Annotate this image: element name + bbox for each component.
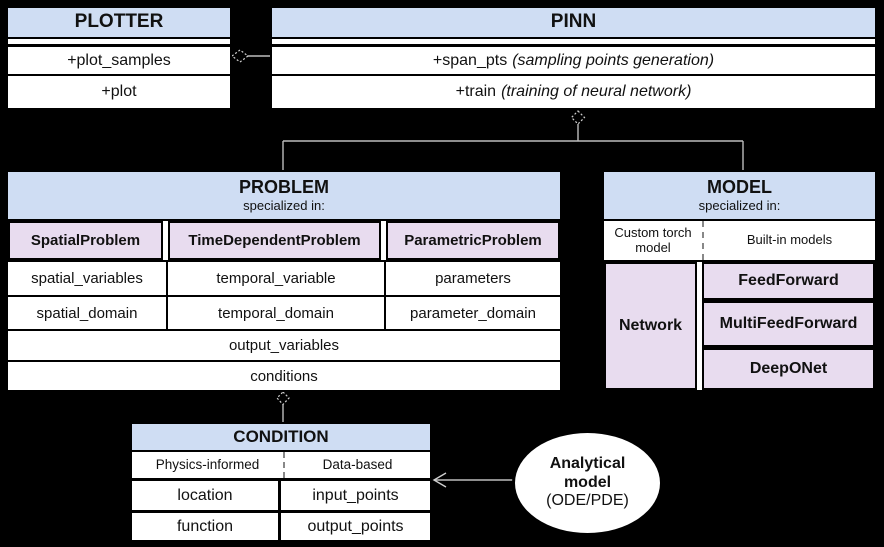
- attr-output-points: output_points: [307, 517, 404, 535]
- plotter-empty-compartment: [8, 39, 230, 47]
- condition-category-row: Physics-informed Data-based: [132, 452, 430, 481]
- plotter-class-box: PLOTTER +plot_samples +plot: [6, 6, 232, 110]
- plotter-method-plot: +plot: [8, 76, 230, 108]
- model-body: Network FeedForward MultiFeedForward Dee…: [604, 262, 875, 390]
- category-physics-informed: Physics-informed: [155, 457, 260, 473]
- subclass-time-dependent-problem: TimeDependentProblem: [168, 221, 381, 260]
- attr-conditions: conditions: [8, 362, 560, 390]
- pinn-class-box: PINN +span_pts (sampling points generati…: [270, 6, 877, 110]
- attr-temporal-domain: temporal_domain: [168, 297, 386, 329]
- model-header: MODEL specialized in:: [604, 172, 875, 221]
- class-deeponet: DeepONet: [702, 348, 875, 390]
- attr-temporal-variable: temporal_variable: [168, 262, 386, 295]
- subclass-parametric-problem: ParametricProblem: [386, 221, 560, 260]
- attr-output-variables: output_variables: [8, 331, 560, 362]
- pinn-header: PINN: [272, 8, 875, 39]
- class-feedforward: FeedForward: [702, 262, 875, 301]
- category-custom-torch-model: Custom torch model: [614, 224, 692, 255]
- plotter-method-plot-samples: +plot_samples: [8, 47, 230, 76]
- category-data-based: Data-based: [283, 452, 430, 478]
- problem-attr-row: spatial_variables temporal_variable para…: [8, 262, 560, 297]
- method-name: +train: [455, 83, 497, 100]
- problem-subclass-row: SpatialProblem TimeDependentProblem Para…: [8, 221, 560, 262]
- pinn-title: PINN: [550, 11, 597, 33]
- open-arrowhead-icon: [432, 472, 447, 488]
- problem-subtitle: specialized in:: [243, 197, 325, 213]
- pinn-empty-compartment: [272, 39, 875, 47]
- analytical-model-line: (ODE/PDE): [546, 492, 629, 510]
- condition-header: CONDITION: [132, 424, 430, 452]
- method-note: (training of neural network): [501, 83, 692, 100]
- problem-title: PROBLEM: [239, 176, 329, 197]
- attr-parameters: parameters: [435, 270, 511, 287]
- attr-input-points: input_points: [312, 486, 399, 504]
- subclass-spatial-problem: SpatialProblem: [8, 221, 163, 260]
- condition-attr-row: function output_points: [132, 513, 430, 540]
- attr-spatial-domain: spatial_domain: [8, 297, 168, 329]
- class-multifeedforward: MultiFeedForward: [702, 301, 875, 348]
- aggregation-diamond-icon: [276, 391, 290, 406]
- category-built-in-models: Built-in models: [702, 221, 875, 260]
- aggregation-diamond-icon: [231, 49, 249, 63]
- plotter-title: PLOTTER: [74, 11, 164, 33]
- method-name: +span_pts: [432, 51, 508, 69]
- problem-attr-row: spatial_domain temporal_domain parameter…: [8, 297, 560, 331]
- aggregation-diamond-icon: [570, 110, 586, 125]
- analytical-model-line: Analytical: [549, 455, 626, 473]
- problem-header: PROBLEM specialized in:: [8, 172, 560, 221]
- attr-location: location: [132, 481, 281, 510]
- condition-title: CONDITION: [233, 426, 329, 446]
- pinn-method-span-pts: +span_pts (sampling points generation): [272, 47, 875, 76]
- attr-function: function: [132, 513, 281, 540]
- condition-attr-row: location input_points: [132, 481, 430, 513]
- attr-spatial-variables: spatial_variables: [8, 262, 168, 295]
- analytical-model-ellipse: Analytical model (ODE/PDE): [512, 430, 663, 536]
- method-note: (sampling points generation): [512, 51, 715, 69]
- model-subtitle: specialized in:: [698, 197, 781, 213]
- model-class-box: MODEL specialized in: Custom torch model…: [602, 170, 877, 392]
- plotter-header: PLOTTER: [8, 8, 230, 39]
- model-category-row: Custom torch model Built-in models: [604, 221, 875, 262]
- problem-class-box: PROBLEM specialized in: SpatialProblem T…: [6, 170, 562, 392]
- class-network: Network: [604, 262, 697, 390]
- builtin-models-column: FeedForward MultiFeedForward DeepONet: [702, 262, 875, 390]
- model-title: MODEL: [707, 176, 772, 197]
- analytical-model-line: model: [563, 473, 612, 491]
- condition-class-box: CONDITION Physics-informed Data-based lo…: [130, 422, 432, 542]
- attr-parameter-domain: parameter_domain: [410, 304, 536, 322]
- pinn-method-train: +train (training of neural network): [272, 76, 875, 108]
